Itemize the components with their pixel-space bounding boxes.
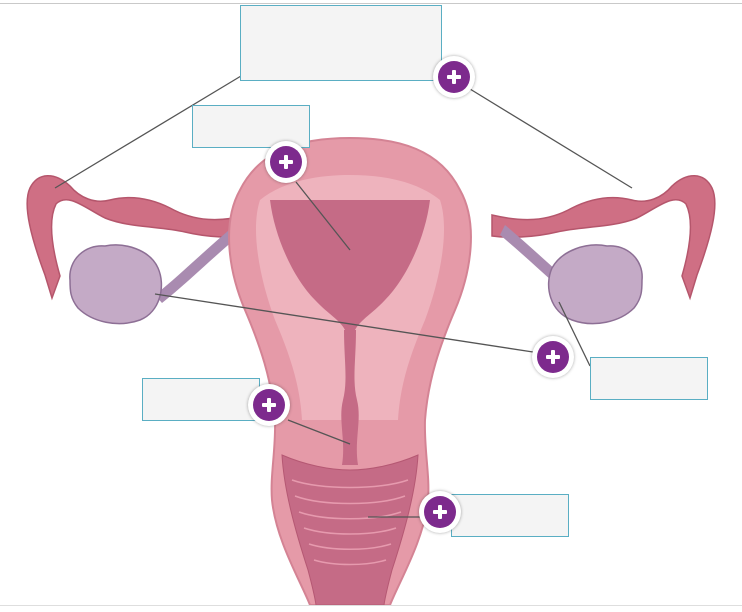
hotspot-uterus[interactable] <box>265 141 307 183</box>
plus-circle-icon <box>438 61 470 93</box>
plus-circle-icon <box>270 146 302 178</box>
uterine-cavity <box>270 200 430 330</box>
cervical-canal <box>341 330 359 465</box>
label-box-cervix[interactable] <box>142 378 260 421</box>
leader-line-ovary-left <box>154 293 534 353</box>
plus-circle-icon <box>537 341 569 373</box>
top-divider <box>0 3 742 4</box>
label-box-ovaries[interactable] <box>590 357 708 400</box>
left-ovary <box>69 244 163 325</box>
plus-circle-icon <box>424 496 456 528</box>
leader-line-fallopian-right <box>469 88 633 189</box>
leader-line-fallopian-left <box>54 75 242 189</box>
leader-line-uterus <box>295 181 351 251</box>
label-box-uterus[interactable] <box>192 105 310 148</box>
label-box-fallopian-tubes[interactable] <box>240 5 442 81</box>
vagina <box>281 454 419 606</box>
right-fallopian-tube <box>491 175 716 301</box>
hotspot-vagina[interactable] <box>419 491 461 533</box>
leader-line-cervix <box>287 419 351 445</box>
plus-circle-icon <box>253 389 285 421</box>
hotspot-ovaries[interactable] <box>532 336 574 378</box>
left-ovarian-ligament <box>155 225 240 303</box>
bottom-divider <box>0 605 742 606</box>
hotspot-fallopian-tubes[interactable] <box>433 56 475 98</box>
right-ovary <box>547 244 643 325</box>
hotspot-cervix[interactable] <box>248 384 290 426</box>
label-box-vagina[interactable] <box>451 494 569 537</box>
leader-line-ovary-right <box>558 301 591 367</box>
left-fallopian-tube <box>26 175 251 301</box>
vaginal-rugae <box>291 479 409 566</box>
